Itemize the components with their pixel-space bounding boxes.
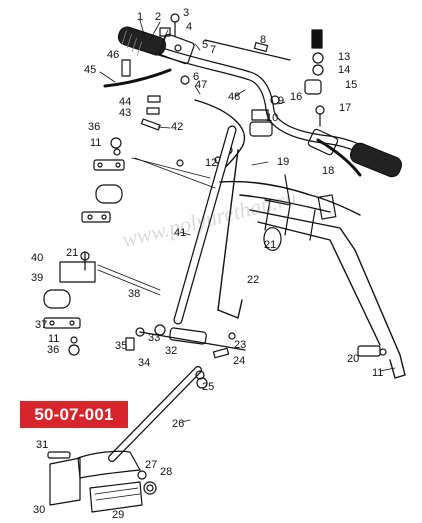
callout-40: 40 bbox=[31, 252, 44, 264]
right-brake-lever bbox=[307, 128, 362, 177]
callout-22: 22 bbox=[247, 274, 260, 286]
callout-42: 42 bbox=[171, 121, 184, 133]
callout-37: 37 bbox=[35, 319, 48, 331]
callout-48: 48 bbox=[228, 91, 241, 103]
callout-46: 46 bbox=[107, 49, 120, 61]
callout-29: 29 bbox=[112, 509, 125, 521]
callout-19: 19 bbox=[277, 156, 290, 168]
callout-11b: 11 bbox=[48, 333, 60, 345]
callout-36: 36 bbox=[88, 121, 101, 133]
callout-4: 4 bbox=[186, 21, 193, 33]
bolt-20 bbox=[357, 345, 387, 357]
callout-1: 1 bbox=[137, 11, 144, 23]
callout-15: 15 bbox=[345, 79, 358, 91]
callout-23: 23 bbox=[234, 339, 247, 351]
callout-47: 47 bbox=[195, 79, 208, 91]
callout-10: 10 bbox=[266, 112, 279, 124]
callout-17: 17 bbox=[339, 102, 352, 114]
callout-12: 12 bbox=[205, 157, 218, 169]
pedal-shaft bbox=[125, 324, 246, 359]
callout-41: 41 bbox=[174, 227, 187, 239]
callout-44: 44 bbox=[119, 96, 132, 108]
leader-lines bbox=[97, 19, 396, 423]
callout-21b: 21 bbox=[66, 247, 79, 259]
callout-5: 5 bbox=[202, 39, 209, 51]
callout-20: 20 bbox=[347, 353, 360, 365]
callout-38: 38 bbox=[128, 288, 141, 300]
callout-28: 28 bbox=[160, 466, 173, 478]
callout-2: 2 bbox=[155, 11, 162, 23]
part-code-badge: 50-07-001 bbox=[20, 401, 128, 428]
frame-rail bbox=[219, 174, 406, 379]
callout-11c: 11 bbox=[372, 367, 384, 379]
left-grip bbox=[117, 26, 167, 56]
callout-13: 13 bbox=[338, 51, 351, 63]
callout-31: 31 bbox=[36, 439, 49, 451]
callout-39: 39 bbox=[31, 272, 44, 284]
callout-3: 3 bbox=[183, 7, 190, 19]
callout-9: 9 bbox=[278, 95, 285, 107]
callout-45: 45 bbox=[84, 64, 97, 76]
callout-34: 34 bbox=[138, 357, 151, 369]
callout-11: 11 bbox=[90, 137, 102, 149]
callout-27: 27 bbox=[145, 459, 158, 471]
right-grip bbox=[349, 142, 403, 178]
callout-24: 24 bbox=[233, 355, 246, 367]
callout-25: 25 bbox=[202, 381, 215, 393]
callout-18: 18 bbox=[322, 165, 335, 177]
callout-32: 32 bbox=[165, 345, 178, 357]
clamp-upper bbox=[81, 137, 125, 223]
kick-lever bbox=[47, 366, 208, 513]
callout-21: 21 bbox=[264, 239, 277, 251]
handlebar bbox=[145, 43, 385, 165]
clamp-lower bbox=[43, 251, 96, 356]
callout-6: 6 bbox=[193, 71, 200, 83]
callout-30: 30 bbox=[33, 504, 46, 516]
callout-35: 35 bbox=[115, 340, 128, 352]
left-clutch-lever bbox=[103, 33, 195, 88]
callout-8: 8 bbox=[260, 34, 267, 46]
callout-33: 33 bbox=[148, 332, 161, 344]
callout-14: 14 bbox=[338, 64, 351, 76]
steering-stem bbox=[173, 125, 243, 325]
callout-26: 26 bbox=[172, 418, 185, 430]
top-fasteners bbox=[121, 13, 325, 167]
callout-43: 43 bbox=[119, 107, 132, 119]
callout-7: 7 bbox=[210, 44, 217, 56]
callout-16: 16 bbox=[290, 91, 303, 103]
callout-36b: 36 bbox=[47, 344, 60, 356]
